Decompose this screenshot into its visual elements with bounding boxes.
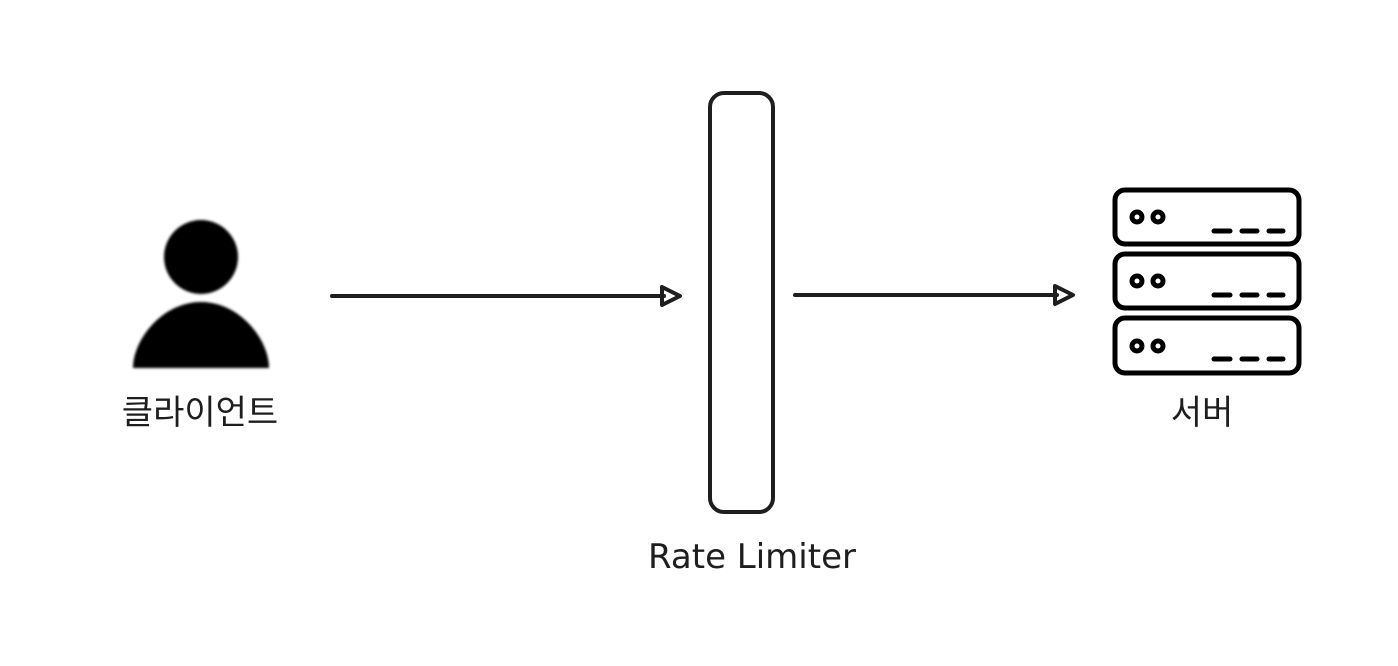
server-unit-2 <box>1112 251 1302 311</box>
user-icon <box>133 220 269 368</box>
rate-limiter-box <box>708 91 775 514</box>
server-rack-icon <box>1112 187 1302 376</box>
client-label: 클라이언트 <box>121 393 279 433</box>
rate-limiter-label: Rate Limiter <box>648 537 856 577</box>
server-unit-3 <box>1112 315 1302 376</box>
arrow-limiter-to-server <box>793 284 1075 306</box>
server-unit-1 <box>1112 187 1302 247</box>
server-label: 서버 <box>1170 393 1234 433</box>
arrow-client-to-limiter <box>330 285 682 307</box>
